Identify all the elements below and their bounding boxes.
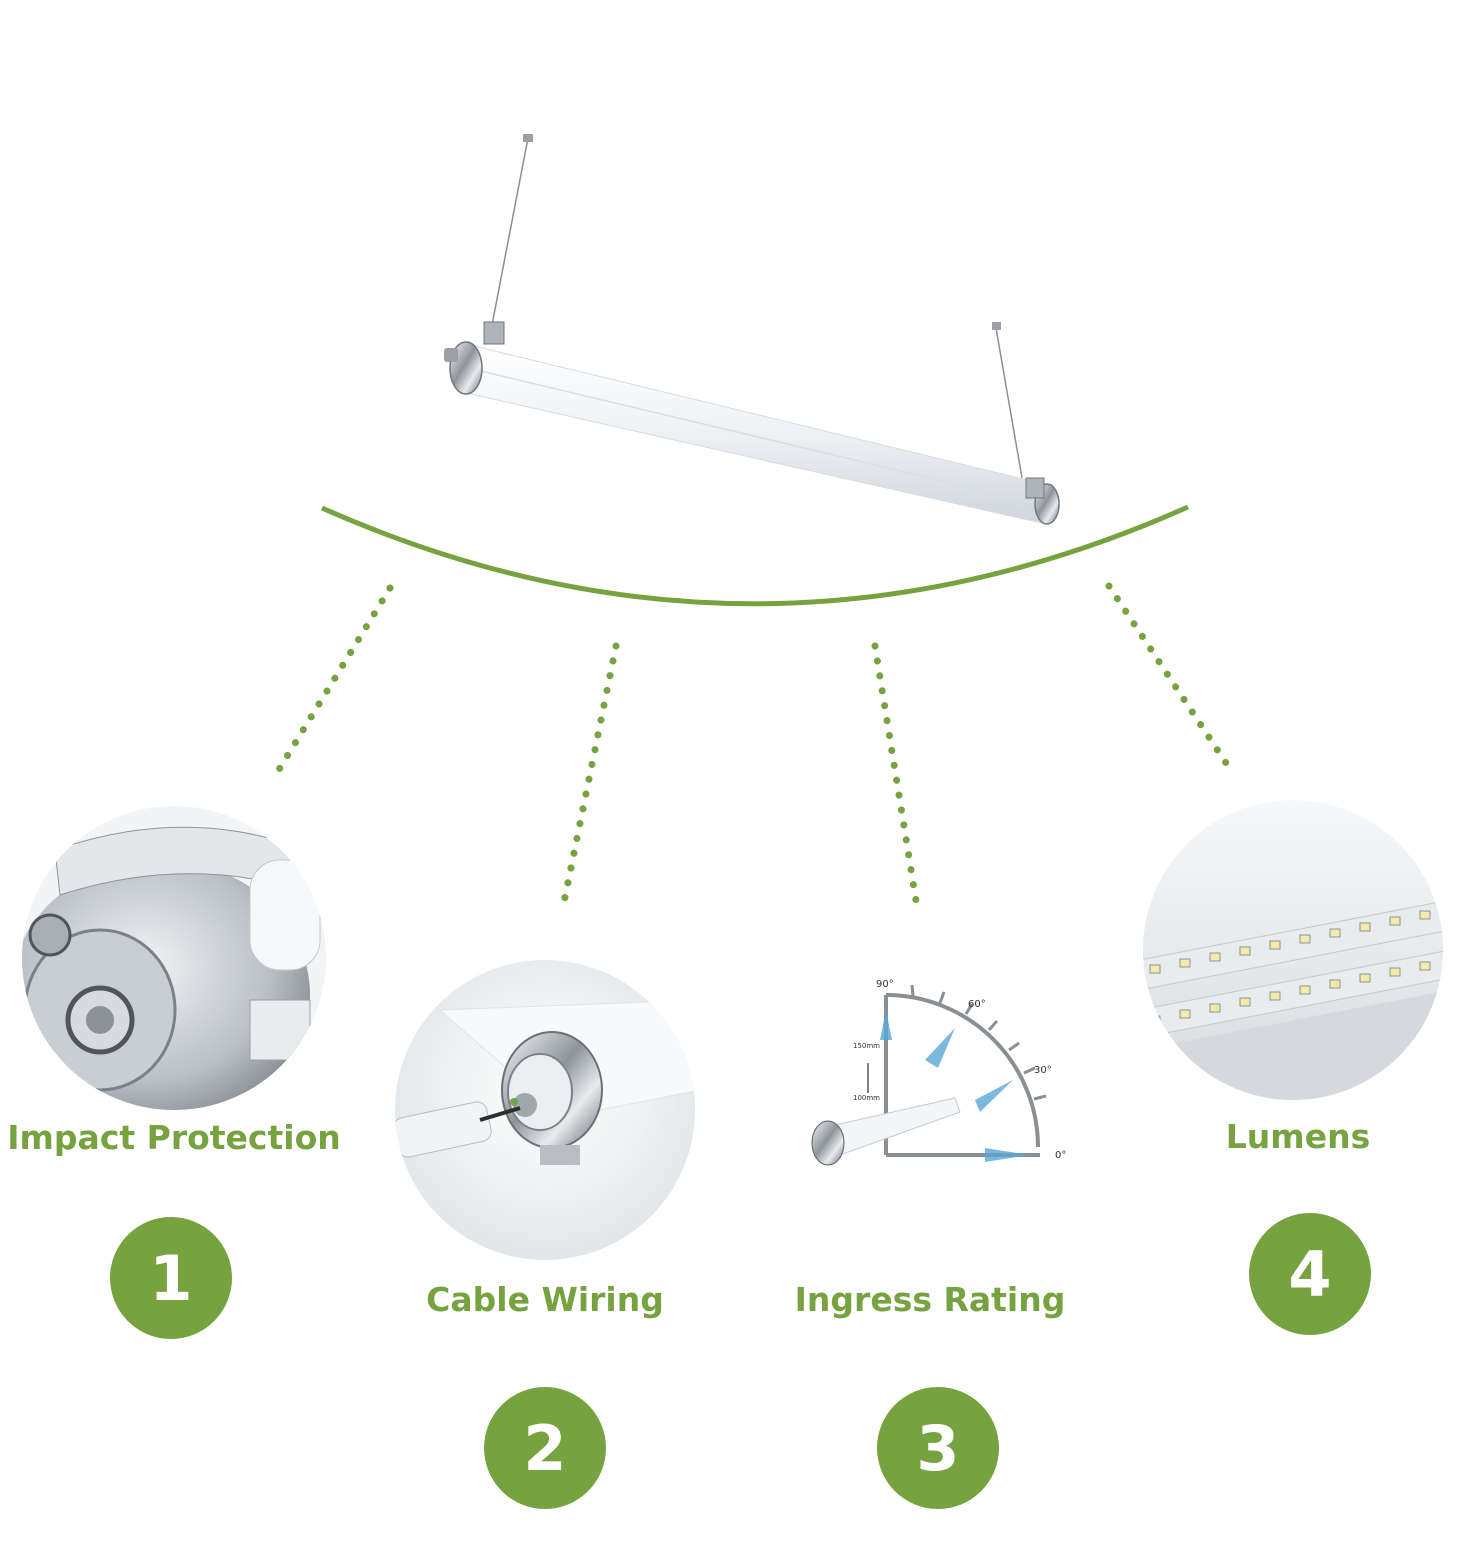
distance-label-150: 150mm	[853, 1042, 880, 1050]
bracket-left	[483, 321, 505, 345]
angle-label-30: 30°	[1034, 1065, 1052, 1076]
angle-label-60: 60°	[968, 999, 986, 1010]
feature-label-cable-wiring: Cable Wiring	[426, 1280, 664, 1319]
green-arc	[320, 504, 1190, 607]
endcap-closeup-image	[22, 806, 326, 1110]
spray-angle-diagram: 90° 60° 30° 0° 150mm 100mm	[811, 979, 1066, 1166]
number-badge-1: 1	[110, 1217, 232, 1339]
distance-label-100: 100mm	[853, 1094, 880, 1102]
number-badge-4: 4	[1249, 1213, 1371, 1335]
feature-label-ingress-rating: Ingress Rating	[794, 1280, 1066, 1319]
number-badge-2: 2	[484, 1387, 606, 1509]
ceiling-clip-left	[523, 134, 533, 142]
led-strip-image	[1143, 800, 1443, 1100]
suspension-wire-left	[491, 137, 529, 326]
feature-label-lumens: Lumens	[1225, 1117, 1371, 1156]
angle-label-90: 90°	[876, 979, 894, 990]
dotted-connector-4	[1105, 582, 1234, 773]
lamp-tube	[461, 344, 1053, 525]
feature-label-impact-protection: Impact Protection	[7, 1118, 341, 1157]
dotted-connector-2	[558, 642, 620, 916]
dotted-connector-1	[271, 584, 394, 780]
ceiling-clip-right	[992, 322, 1001, 330]
number-badge-3: 3	[877, 1387, 999, 1509]
dotted-connector-3	[871, 642, 922, 917]
cable-connector-image	[395, 960, 695, 1260]
angle-label-0: 0°	[1055, 1150, 1066, 1161]
suspended-lamp-image	[444, 134, 1060, 525]
suspension-wire-right	[995, 327, 1023, 479]
bracket-right	[1025, 477, 1045, 499]
